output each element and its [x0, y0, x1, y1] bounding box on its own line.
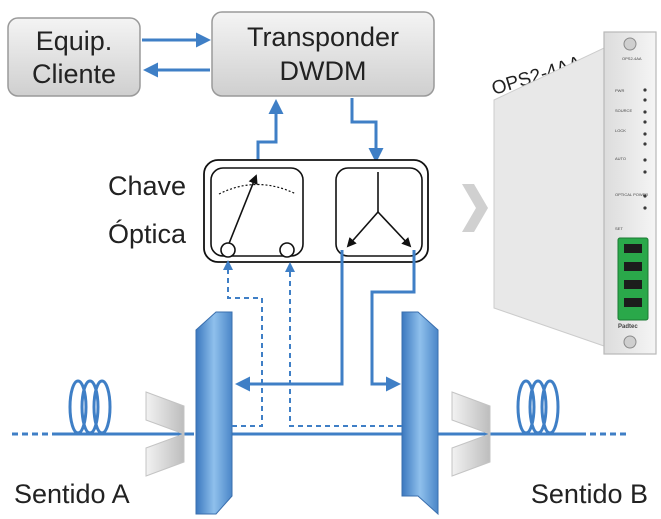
device-indicator-label: OPTICAL POWER — [615, 192, 648, 197]
device-indicator-label: AUTO — [615, 156, 626, 161]
splitter-to-filter-a-link — [235, 250, 344, 392]
optical-filter-a — [195, 311, 233, 515]
transponder-label-line1: Transponder — [247, 22, 399, 52]
transponder-to-splitter-arrow — [350, 98, 384, 163]
switch-label-line1: Chave — [108, 171, 186, 201]
transponder-label-line2: DWDM — [280, 56, 367, 86]
device-indicator-label: SOURCE — [615, 108, 632, 113]
direction-b-label: Sentido B — [531, 479, 648, 509]
transponder-box: Transponder DWDM — [211, 11, 435, 97]
direction-a-label: Sentido A — [14, 479, 130, 509]
optical-switch — [203, 159, 429, 263]
optical-filter-b — [401, 311, 439, 516]
device-indicator-label: SET — [615, 226, 623, 231]
switch-selector — [210, 167, 304, 258]
client-equipment-box: Equip. Cliente — [7, 17, 141, 97]
client-equipment-label-line1: Equip. — [36, 26, 113, 56]
device-indicator-label: LOCK — [615, 128, 626, 133]
client-equipment-label-line2: Cliente — [32, 59, 116, 89]
splitter-to-filter-b-link — [370, 250, 416, 392]
device-module: OPS2-4AA PWR SOURCE LOCK AUTO OPTICAL PO… — [493, 31, 657, 355]
device-brand: Padtec — [618, 324, 638, 330]
filter-a-to-switch-link — [223, 260, 263, 427]
chevron-right-icon — [462, 184, 488, 232]
fiber-coil-icon — [68, 379, 112, 435]
connector-icon — [145, 391, 185, 477]
switch-to-transponder-arrow — [256, 99, 284, 168]
connector-icon — [451, 391, 491, 477]
fiber-coil-icon — [516, 379, 560, 435]
switch-label-line2: Óptica — [108, 218, 187, 249]
device-indicator-label: PWR — [615, 88, 624, 93]
optical-splitter — [335, 167, 423, 257]
device-model-text: OPS2-4AA — [622, 56, 642, 61]
filter-b-to-switch-link — [285, 262, 402, 427]
led-indicator-icon — [643, 88, 647, 210]
